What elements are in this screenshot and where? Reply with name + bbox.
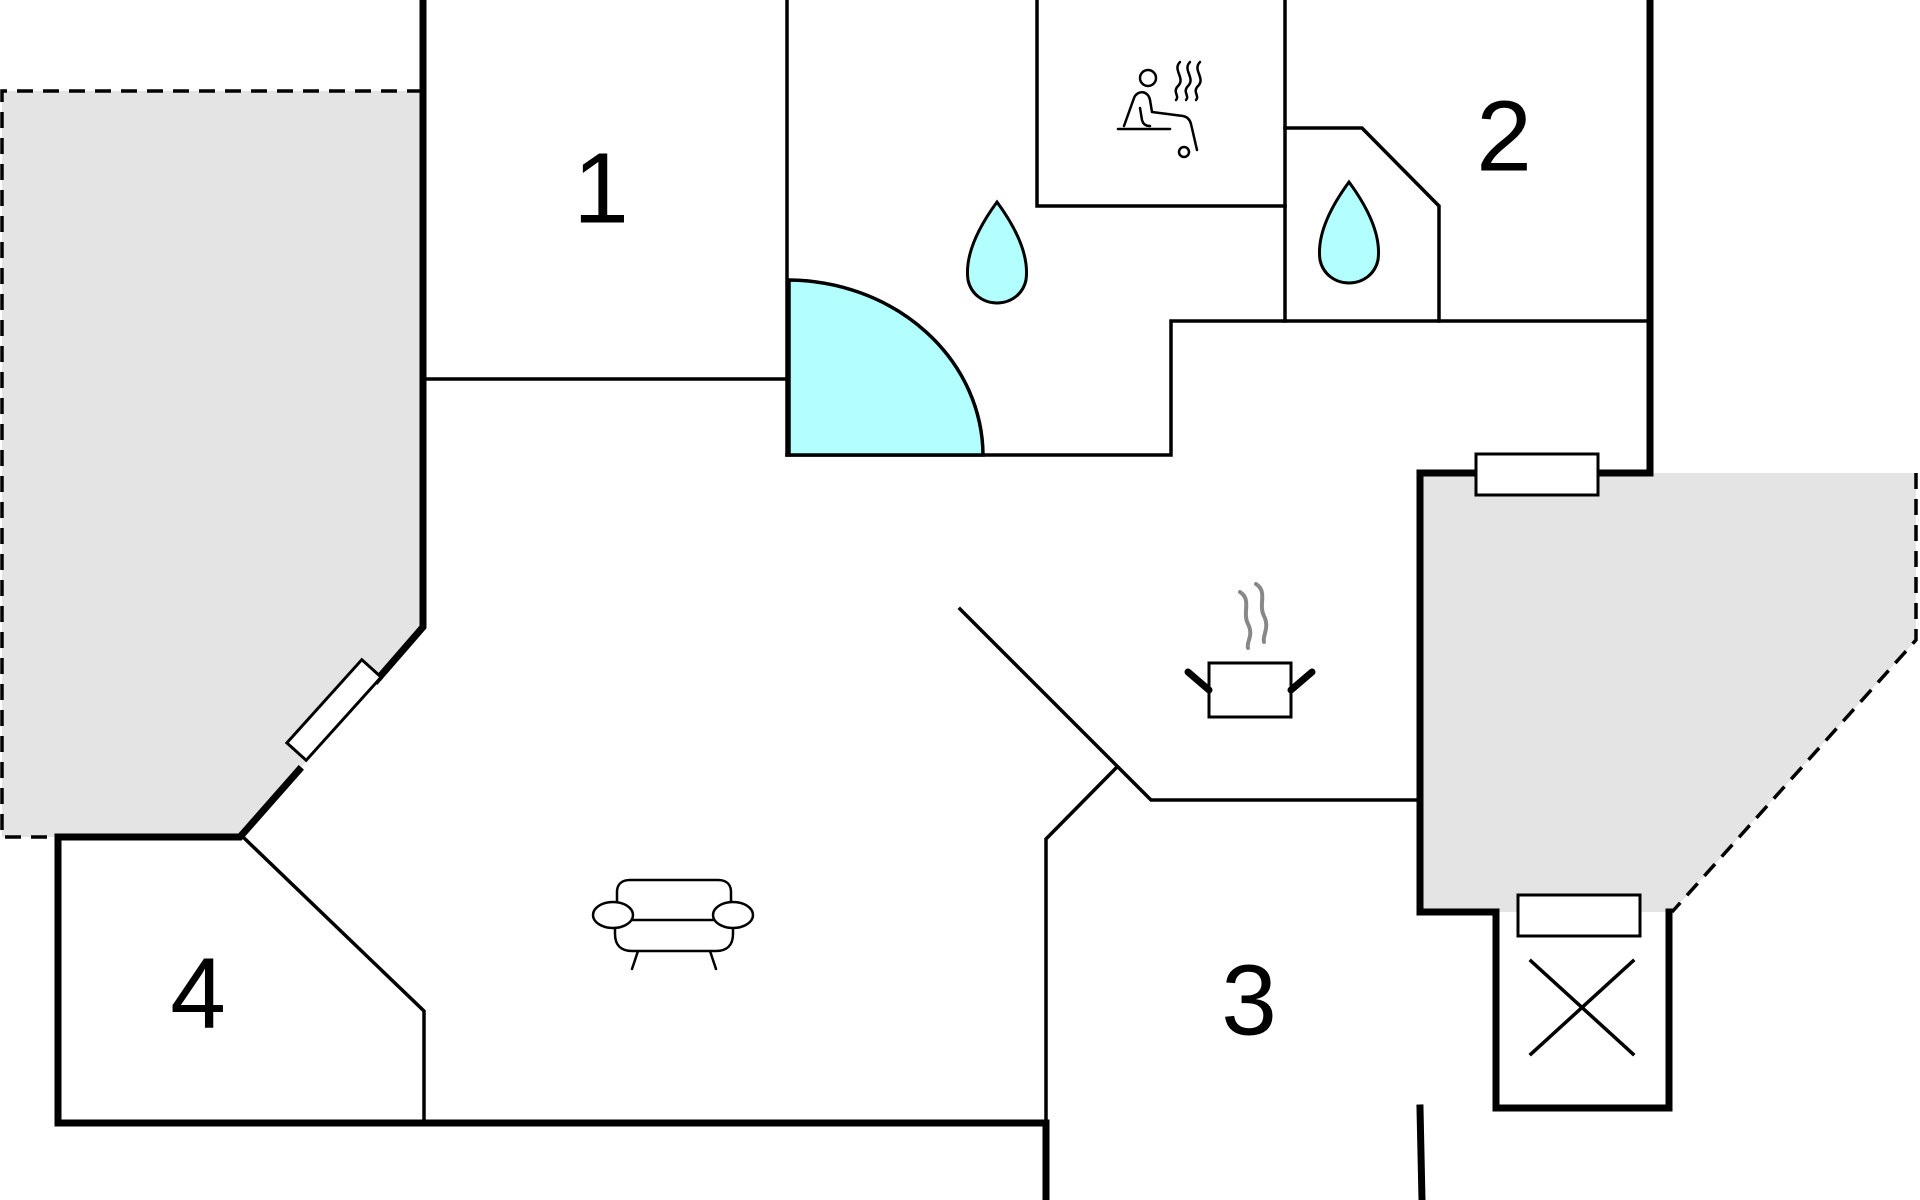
room-label-4: 4 [170, 937, 226, 1049]
shower-area [787, 278, 985, 457]
room-label-3: 3 [1221, 944, 1277, 1056]
cross-icon [1528, 958, 1636, 1057]
terrace-right [1420, 473, 1918, 914]
water-drop-icon [1317, 179, 1381, 285]
sofa-icon [591, 878, 755, 971]
window-right-bottom [1516, 893, 1642, 938]
room-label-1: 1 [573, 132, 629, 244]
water-drop-icon [965, 199, 1029, 305]
terrace-left [0, 89, 423, 839]
window-left [284, 657, 384, 763]
interior-walls [240, 0, 1648, 1125]
cooking-pot-icon [1184, 582, 1316, 719]
room-label-2: 2 [1476, 80, 1532, 192]
sauna-icon [1116, 60, 1202, 159]
outer-walls [54, 0, 1673, 1200]
window-right-top [1474, 452, 1600, 497]
